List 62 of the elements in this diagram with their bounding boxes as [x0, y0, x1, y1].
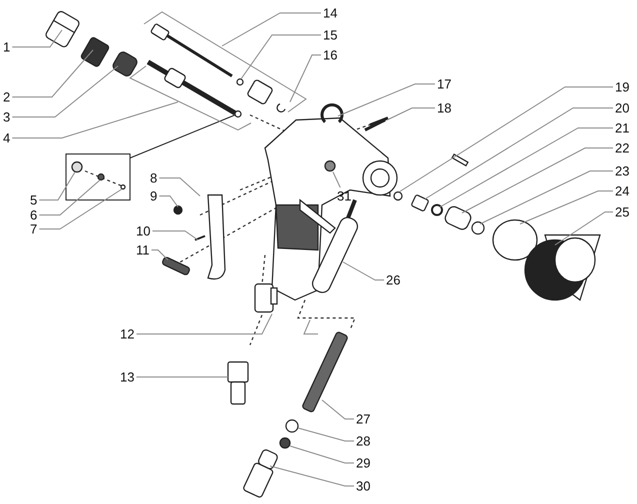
- callout-number: 30: [356, 478, 370, 494]
- callout-number: 4: [3, 130, 10, 146]
- leader-line: [136, 314, 272, 334]
- leader-line: [12, 50, 94, 98]
- callout-number: 26: [386, 272, 400, 288]
- callout-number: 2: [3, 90, 10, 104]
- callout-number: 12: [120, 326, 134, 342]
- leader-line: [440, 128, 614, 208]
- callout-number: 7: [30, 222, 38, 236]
- callout-number: 13: [120, 370, 134, 384]
- leader-line: [12, 66, 118, 118]
- callout-number: 1: [3, 40, 10, 54]
- leader-line: [270, 466, 354, 486]
- callout-number: 8: [150, 170, 158, 186]
- callout-number: 24: [615, 184, 630, 198]
- leader-line: [298, 428, 354, 442]
- leader-line: [152, 230, 198, 240]
- leader-line: [38, 172, 76, 200]
- callout-number: 14: [323, 6, 338, 20]
- callout-number: 25: [615, 204, 630, 220]
- callout-number: 15: [323, 28, 338, 42]
- callout-number: 22: [615, 140, 630, 156]
- callout-number: 20: [615, 100, 630, 116]
- leader-line: [136, 376, 228, 378]
- leader-line: [158, 178, 200, 196]
- callout-number: 31: [337, 188, 352, 204]
- leader-line: [290, 446, 354, 464]
- callout-number: 23: [615, 164, 630, 178]
- leader-line: [12, 102, 178, 138]
- callout-number: 11: [136, 242, 150, 258]
- leader-line: [338, 84, 436, 116]
- callout-number: 28: [356, 434, 370, 448]
- leader-line: [12, 30, 62, 48]
- leader-line: [520, 190, 614, 224]
- leader-line: [38, 180, 100, 216]
- callout-number: 5: [30, 192, 38, 208]
- callout-number: 9: [150, 188, 158, 204]
- leader-line: [222, 12, 322, 46]
- callout-number: 19: [615, 80, 630, 94]
- callout-number: 16: [323, 48, 338, 62]
- leader-line: [38, 188, 122, 230]
- leader-line: [386, 108, 436, 120]
- callout-number: 27: [356, 412, 370, 426]
- leader-line: [158, 196, 178, 208]
- callout-number: 29: [356, 456, 370, 470]
- leader-line: [290, 54, 322, 102]
- leader-line: [332, 172, 341, 188]
- leader-line: [151, 250, 168, 260]
- callout-number: 18: [437, 100, 452, 116]
- leader-line: [342, 262, 384, 280]
- leader-line: [240, 34, 322, 80]
- callout-number: 6: [30, 208, 38, 222]
- leader-line: [322, 400, 354, 420]
- callout-number: 3: [3, 110, 10, 124]
- leader-line: [424, 108, 614, 200]
- callout-number: 17: [437, 76, 452, 92]
- leader-line: [462, 148, 614, 214]
- leader-line: [398, 86, 614, 192]
- leader-line: [554, 212, 614, 246]
- callout-number: 10: [136, 224, 150, 238]
- callout-number: 21: [615, 120, 630, 136]
- leader-line: [480, 170, 614, 224]
